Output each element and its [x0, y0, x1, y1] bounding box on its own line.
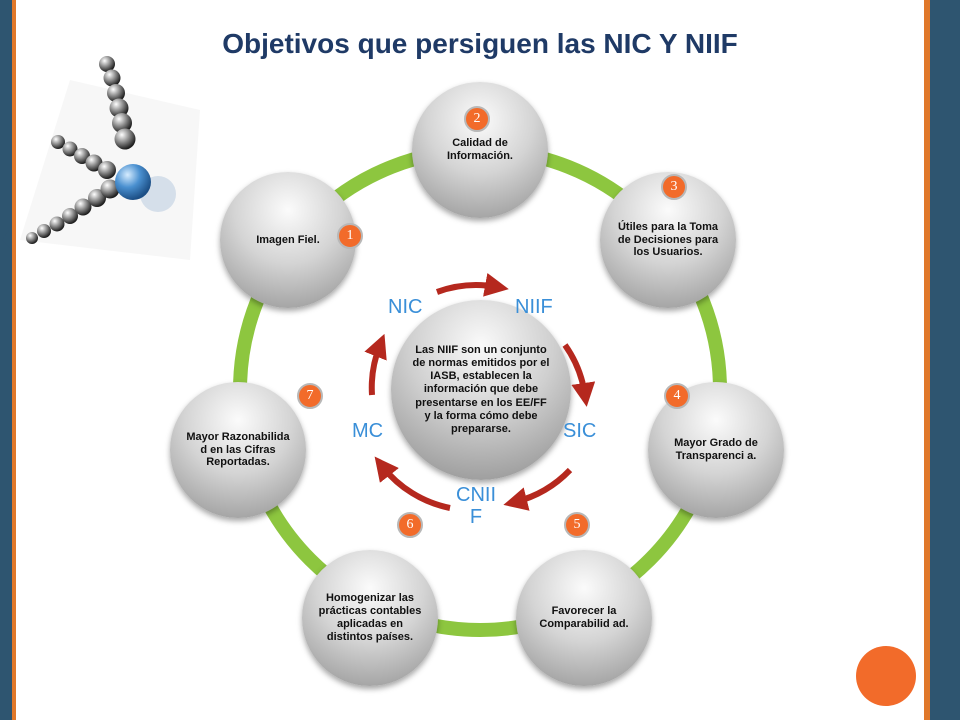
cycle-label-mc: MC: [352, 420, 384, 442]
badge-6: 6: [397, 512, 423, 538]
slide-title: Objetivos que persiguen las NIC Y NIIF: [222, 28, 738, 59]
objective-node-1: Imagen Fiel.: [220, 172, 356, 308]
badge-4: 4: [664, 383, 690, 409]
cycle-arrow-5: [364, 333, 387, 396]
cycle-label-niif: NIIF: [515, 296, 553, 318]
objective-text-1: Imagen Fiel.: [256, 233, 320, 246]
badge-7: 7: [297, 383, 323, 409]
badge-2: 2: [464, 106, 490, 132]
center-text: Las NIIF son un conjunto de normas emiti…: [412, 343, 550, 435]
objective-text-5: Favorecer la Comparabilid ad.: [539, 605, 629, 630]
objective-text-6: Homogenizar las prácticas contables apli…: [318, 592, 422, 643]
cycle-arrow-1: [435, 273, 509, 297]
objective-node-7: Mayor Razonabilida d en las Cifras Repor…: [170, 382, 306, 518]
center-description: Las NIIF son un conjunto de normas emiti…: [391, 300, 571, 480]
corner-orange-circle: [856, 646, 916, 706]
globe-molecule-icon: [2, 56, 200, 260]
cycle-arrow-3: [503, 467, 573, 511]
objective-node-6: Homogenizar las prácticas contables apli…: [302, 550, 438, 686]
cycle-label-nic: NIC: [388, 296, 423, 318]
right-frame-accent: [924, 0, 930, 720]
objective-node-5: Favorecer la Comparabilid ad.: [516, 550, 652, 686]
left-frame-accent: [12, 0, 16, 720]
objective-text-7: Mayor Razonabilida d en las Cifras Repor…: [186, 430, 290, 469]
objective-text-4: Mayor Grado de Transparenci a.: [674, 437, 758, 462]
cycle-arrow-2: [562, 343, 596, 407]
right-frame-bar: [930, 0, 960, 720]
objective-node-2: Calidad de Información.: [412, 82, 548, 218]
badge-5: 5: [564, 512, 590, 538]
cycle-label-cniif: CNII F: [456, 484, 496, 528]
badge-3: 3: [661, 174, 687, 200]
cycle-arrow-4: [374, 456, 451, 511]
cycle-label-sic: SIC: [563, 420, 597, 442]
badge-1: 1: [337, 223, 363, 249]
objective-text-3: Útiles para la Toma de Decisiones para l…: [617, 220, 719, 259]
left-frame-bar: [0, 0, 12, 720]
objective-text-2: Calidad de Información.: [446, 137, 513, 162]
